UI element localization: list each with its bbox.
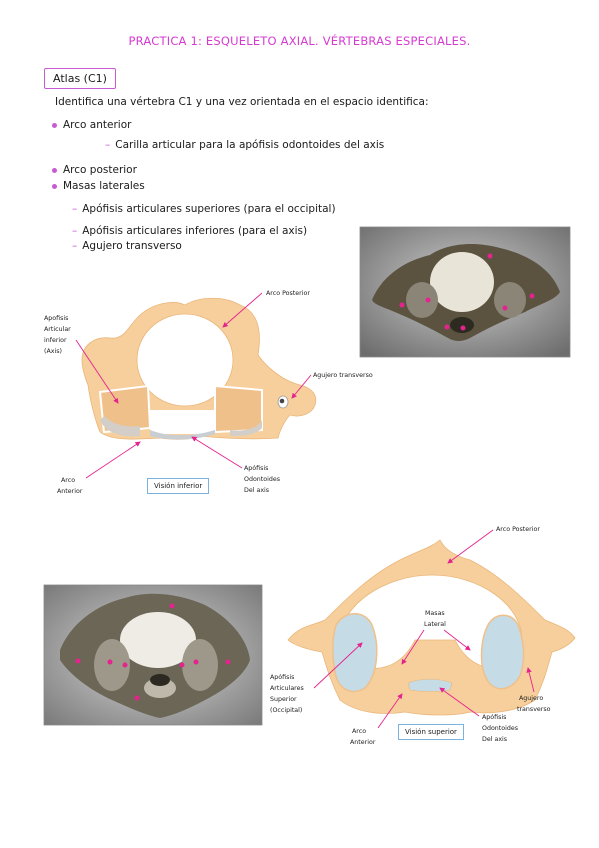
label-arco-3: Arco: [352, 728, 366, 735]
label-agujero-1: Agujero: [519, 695, 543, 702]
label-odon-4: Apófisis: [482, 713, 506, 721]
dash-icon: –: [105, 139, 111, 151]
list-item: –Carilla articular para la apófisis odon…: [105, 139, 384, 151]
item-agujero: Agujero transverso: [82, 240, 182, 252]
atlas-photo-inferior: [359, 226, 571, 358]
item-arco-anterior: Arco anterior: [63, 119, 132, 131]
label-apofisis-4: (Axis): [44, 348, 62, 355]
dash-icon: –: [72, 203, 78, 215]
label-odon-2: Odontoides: [244, 476, 280, 483]
item-apofisis-inf: Apófisis articulares inferiores (para el…: [82, 225, 308, 237]
dash-icon: –: [72, 240, 78, 252]
list-item: Masas laterales: [52, 180, 145, 192]
label-apof-3: Superior: [270, 696, 297, 703]
label-apofisis-2: Articular: [44, 326, 71, 333]
item-carilla: Carilla articular para la apófisis odont…: [115, 139, 385, 151]
item-masas-laterales: Masas laterales: [63, 180, 145, 192]
label-agujero: Agujero transverso: [313, 372, 373, 379]
label-apofisis-1: Apofisis: [44, 315, 68, 322]
label-masas-1: Masas: [425, 610, 445, 617]
bullet-icon: [52, 183, 57, 189]
label-arco-2: Anterior: [57, 488, 83, 495]
intro-text: Identifica una vértebra C1 y una vez ori…: [55, 96, 429, 108]
item-arco-posterior: Arco posterior: [63, 164, 137, 176]
bullet-icon: [52, 167, 57, 173]
list-item: –Apófisis articulares superiores (para e…: [72, 203, 336, 215]
label-arco-4: Anterior: [350, 739, 376, 746]
list-item: Arco posterior: [52, 164, 137, 176]
list-item: –Agujero transverso: [72, 240, 182, 252]
label-apof-1: Apófisis: [270, 673, 294, 681]
label-arco-posterior: Arco Posterior: [266, 290, 310, 297]
atlas-diagram-superior: [287, 539, 576, 716]
label-odon-5: Odontoides: [482, 725, 518, 732]
label-apof-4: (Occipital): [270, 707, 302, 714]
bullet-icon: [52, 122, 57, 128]
label-apof-2: Articulares: [270, 685, 304, 692]
label-arco-posterior-2: Arco Posterior: [496, 526, 540, 533]
list-item: Arco anterior: [52, 119, 131, 131]
vision-superior-label: Visión superior: [398, 724, 464, 740]
page-title: PRACTICA 1: ESQUELETO AXIAL. VÉRTEBRAS E…: [128, 34, 471, 48]
section-label: Atlas (C1): [44, 68, 116, 89]
vision-inferior-label: Visión inferior: [147, 478, 210, 494]
label-odon-1: Apófisis: [244, 464, 268, 472]
list-item: –Apófisis articulares inferiores (para e…: [72, 225, 307, 237]
label-odon-3: Del axis: [244, 487, 269, 494]
label-arco-1: Arco: [61, 477, 75, 484]
atlas-photo-superior: [43, 584, 263, 726]
atlas-diagram-inferior: [81, 297, 317, 440]
label-masas-2: Lateral: [424, 621, 446, 628]
label-agujero-2: transverso: [517, 706, 551, 713]
item-apofisis-sup: Apófisis articulares superiores (para el…: [82, 203, 336, 215]
label-odon-6: Del axis: [482, 736, 507, 743]
label-apofisis-3: inferior: [44, 337, 67, 344]
dash-icon: –: [72, 225, 78, 237]
